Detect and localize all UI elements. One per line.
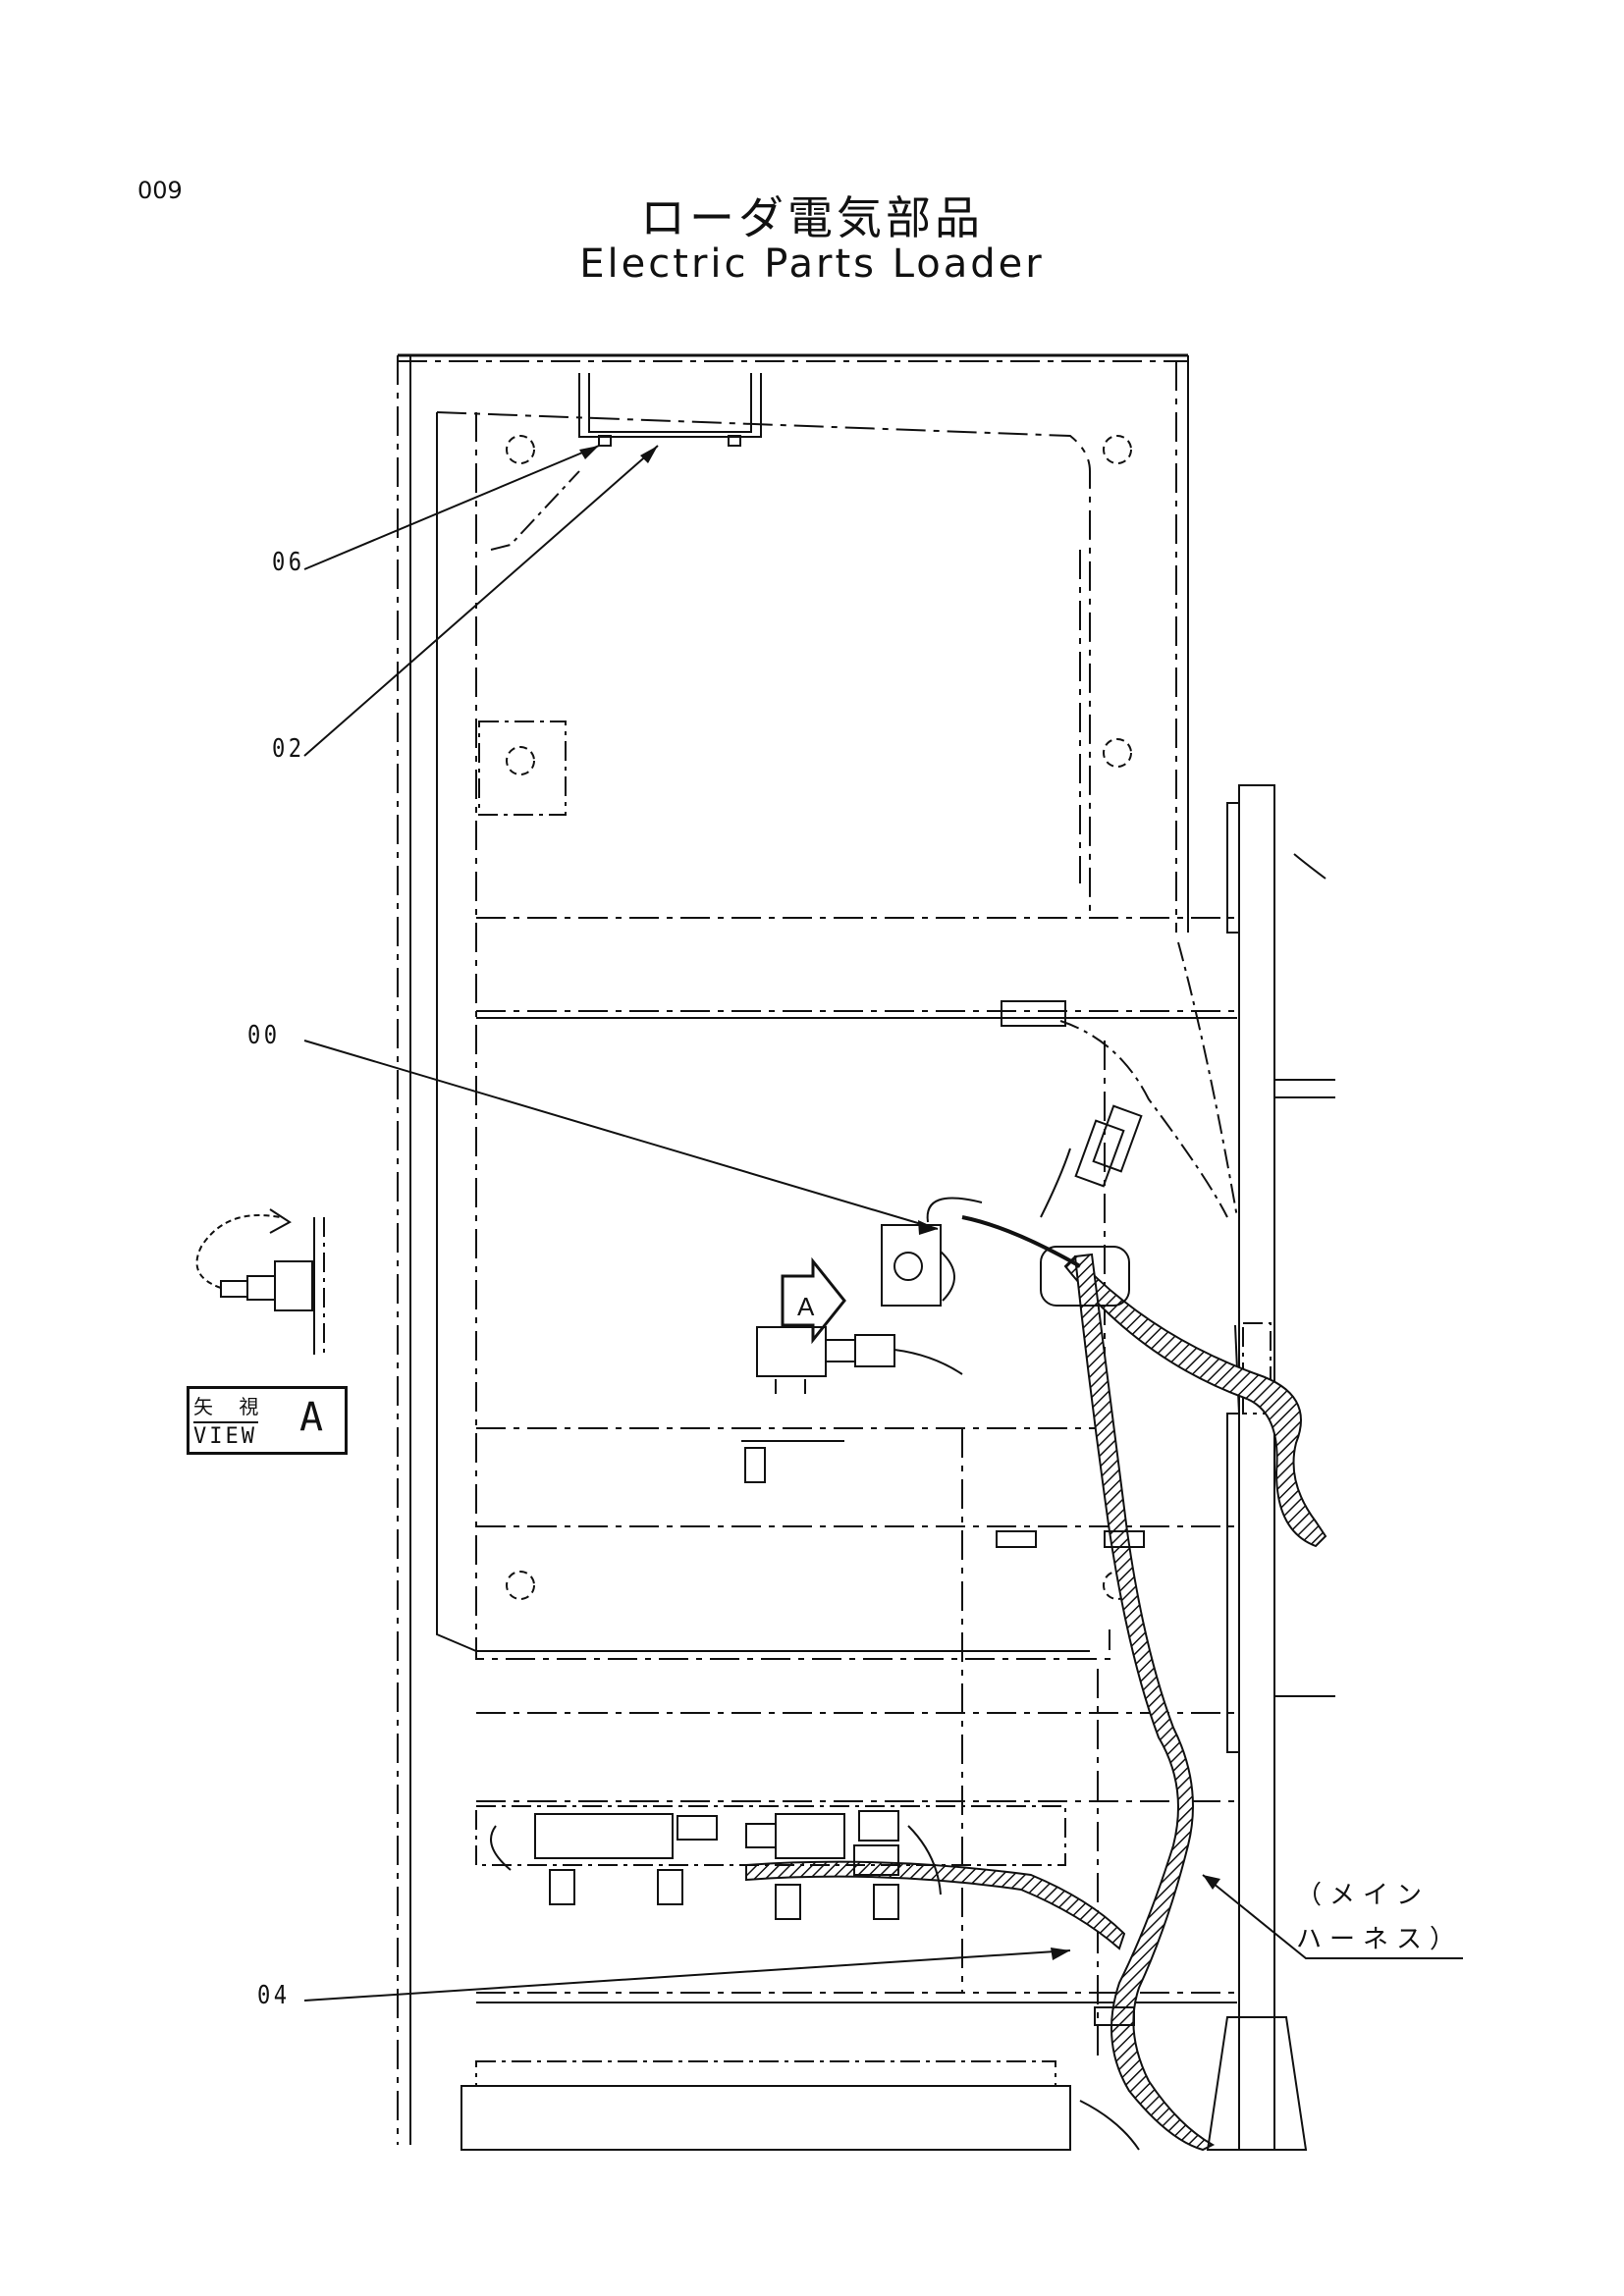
bottom-base: [460, 2016, 1308, 2151]
lower-valve: [475, 1805, 1066, 1920]
callout-04: 04: [257, 1981, 291, 2010]
title-english: Electric Parts Loader: [579, 241, 1045, 287]
view-a-inset: [195, 1208, 325, 1355]
callout-06: 06: [272, 548, 305, 577]
view-a-label: 矢 視 VIEW A: [187, 1386, 348, 1455]
leader-lines: [303, 445, 1463, 2002]
harness-branches: [1001, 1000, 1228, 1307]
view-label-jp: 矢 視: [193, 1395, 269, 1418]
mid-fittings: [741, 1440, 1145, 2026]
view-label-letter: A: [299, 1395, 324, 1440]
view-arrow-letter: A: [797, 1292, 815, 1321]
title-japanese: ローダ電気部品: [640, 191, 984, 244]
mounting-holes: [478, 435, 1132, 1600]
arrowhead-04: [1051, 1948, 1070, 1960]
view-label-en: VIEW: [193, 1424, 257, 1449]
harness-label-line1: （メイン: [1296, 1881, 1431, 1910]
top-bracket: [578, 373, 762, 447]
callout-00: 00: [247, 1021, 281, 1050]
page-number: 009: [137, 177, 183, 204]
arrowhead-00: [918, 1220, 938, 1235]
arrowhead-06: [579, 446, 599, 459]
arrowhead-02: [640, 446, 658, 463]
main-harness: [745, 1215, 1327, 2152]
harness-label-line2: ハーネス）: [1296, 1925, 1464, 1954]
view-label-rule: [193, 1421, 258, 1423]
view-arrow: [781, 1256, 846, 1345]
callout-02: 02: [272, 734, 305, 764]
component-a: [756, 1197, 983, 1394]
arrowhead-harness: [1203, 1875, 1220, 1890]
outer-frame: [397, 353, 1189, 2145]
